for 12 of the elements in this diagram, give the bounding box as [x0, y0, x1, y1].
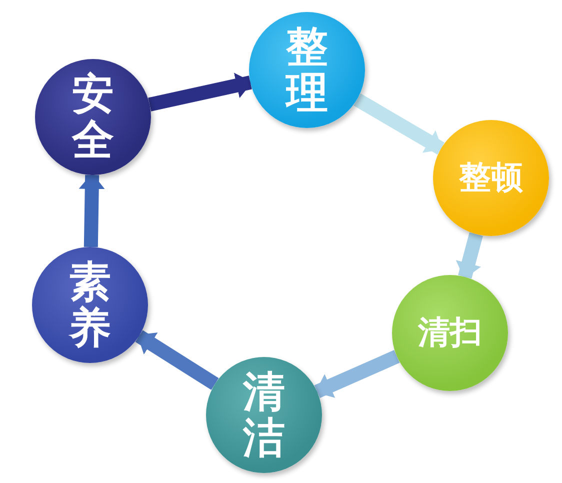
- arrow: [353, 93, 445, 155]
- arrow: [314, 350, 400, 398]
- arrow: [456, 232, 483, 279]
- node-label: 安全: [72, 70, 114, 164]
- arrow: [148, 72, 252, 112]
- arrow: [135, 330, 219, 390]
- node-label: 清洁: [243, 368, 285, 462]
- node-label: 整顿: [459, 157, 523, 198]
- node-label: 清扫: [418, 312, 482, 353]
- node-label: 整理: [286, 24, 328, 116]
- arrow: [78, 173, 105, 248]
- node-label: 素养: [69, 258, 111, 352]
